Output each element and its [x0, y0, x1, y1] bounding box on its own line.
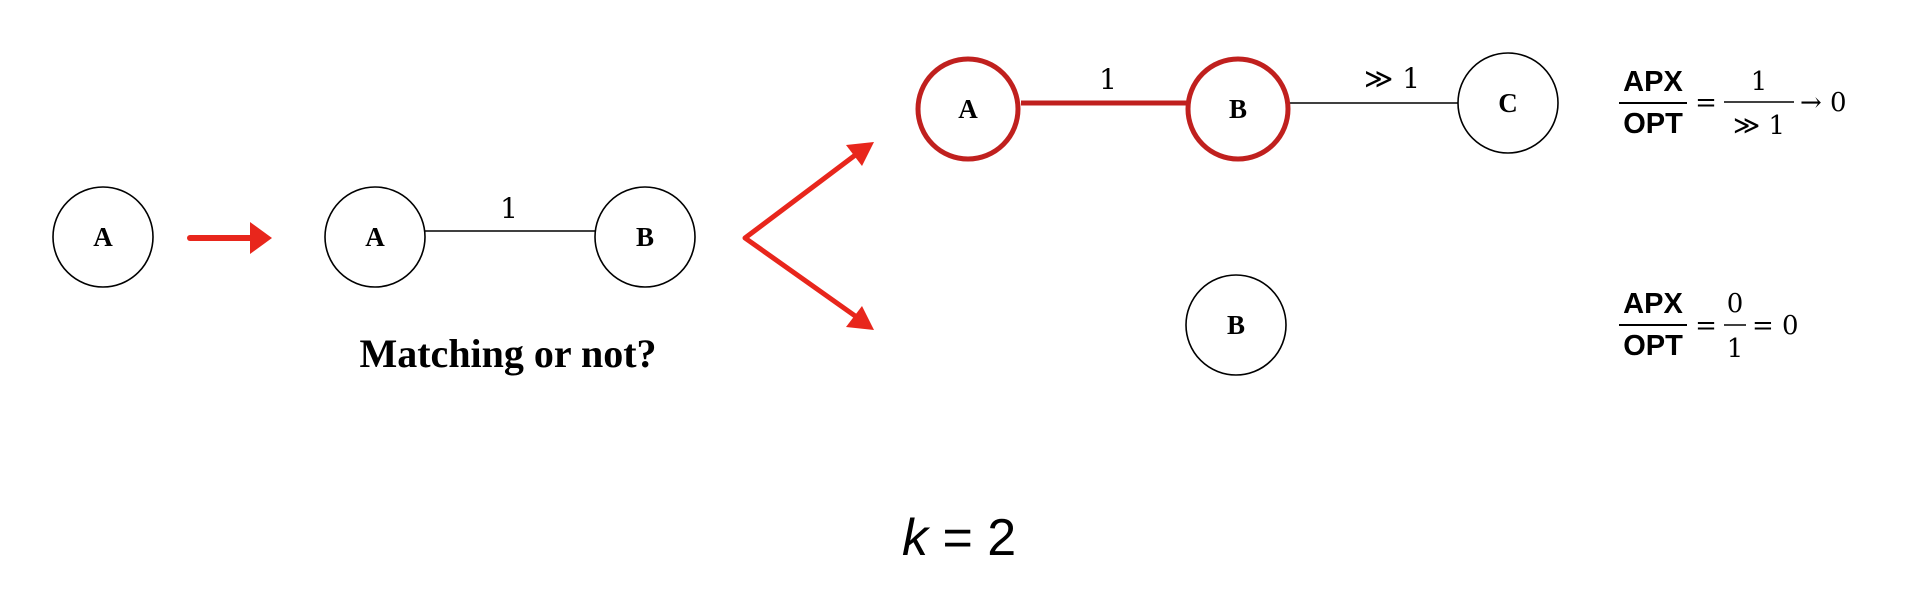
node-step-b: B [594, 186, 696, 288]
caption-matching: Matching or not? [359, 331, 656, 376]
ratio-bottom-result: = 0 [1752, 311, 1799, 341]
ratio-bottom-num: 0 [1727, 289, 1744, 319]
k-label: k = 2 [902, 509, 1016, 567]
k-variable: k [902, 509, 931, 567]
ratio-bottom-formula: APX OPT = 0 1 = 0 [1619, 288, 1799, 364]
node-initial-a: A [52, 186, 154, 288]
k-value: = 2 [928, 509, 1016, 567]
branch-arrows-icon [742, 142, 874, 330]
node-bottom-b: B [1185, 274, 1287, 376]
node-top-c-label: C [1498, 88, 1518, 118]
node-step-a: A [324, 186, 426, 288]
ratio-bottom-opt: OPT [1623, 330, 1683, 362]
edge-top-ab-label: 1 [1099, 63, 1117, 96]
node-top-a-matched: A [915, 56, 1021, 162]
node-step-b-label: B [636, 222, 654, 252]
ratio-top-apx: APX [1623, 66, 1683, 98]
node-top-b-matched: B [1185, 56, 1291, 162]
ratio-bottom-apx: APX [1623, 288, 1683, 320]
node-step-a-label: A [365, 222, 385, 252]
node-top-a-label: A [958, 94, 978, 124]
node-initial-a-label: A [93, 222, 113, 252]
ratio-top-formula: APX OPT = 1 ≫ 1 → 0 [1619, 66, 1847, 141]
ratio-top-den: ≫ 1 [1733, 111, 1785, 141]
ratio-bottom-den: 1 [1727, 334, 1744, 364]
ratio-bottom-eq: = [1695, 311, 1717, 341]
ratio-top-eq: = [1695, 88, 1717, 118]
ratio-top-opt: OPT [1623, 108, 1683, 140]
ratio-top-num: 1 [1751, 67, 1768, 97]
ratio-top-result: → 0 [1800, 88, 1847, 118]
edge-top-bc-label: ≫ 1 [1364, 62, 1420, 95]
edge-step-ab-label: 1 [500, 192, 518, 225]
node-bottom-b-label: B [1227, 310, 1245, 340]
arrow-right-icon [187, 222, 272, 254]
node-top-c: C [1457, 52, 1559, 154]
node-top-b-label: B [1229, 94, 1247, 124]
